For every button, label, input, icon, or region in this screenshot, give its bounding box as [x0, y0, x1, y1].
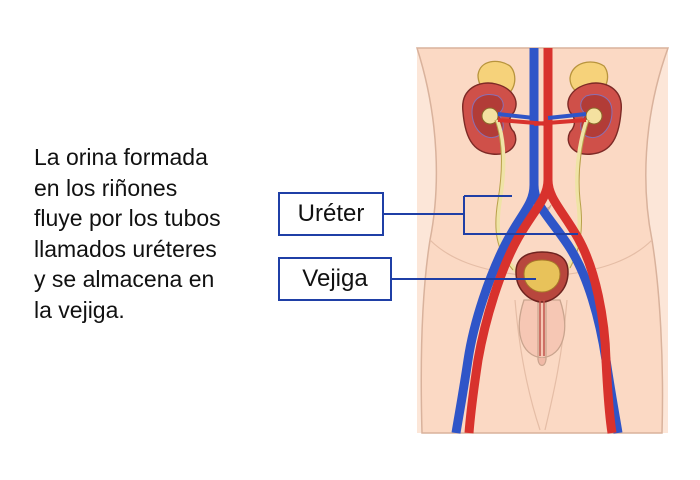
ureter-label-text: Uréter: [297, 200, 365, 227]
caption-line: en los riñones: [34, 174, 178, 201]
blood-vessels: [451, 48, 623, 434]
caption-line: la vejiga.: [34, 296, 125, 323]
ureter-callout: [384, 195, 578, 235]
vena-cava: [451, 48, 539, 434]
caption-line: y se almacena en: [34, 266, 215, 292]
body-silhouette: [415, 47, 670, 434]
caption-line: fluye por los tubos: [34, 205, 221, 231]
caption-line: llamados uréteres: [34, 235, 217, 262]
ureter-label: Uréter: [278, 192, 384, 236]
description-text: La orina formada en los riñones fluye po…: [34, 142, 274, 325]
vejiga-label-text: Vejiga: [302, 265, 368, 292]
aorta: [464, 48, 553, 434]
genital-outline: [518, 299, 566, 367]
bladder: [515, 251, 569, 356]
caption-line: La orina formada: [34, 144, 208, 170]
vejiga-label: Vejiga: [278, 257, 392, 301]
